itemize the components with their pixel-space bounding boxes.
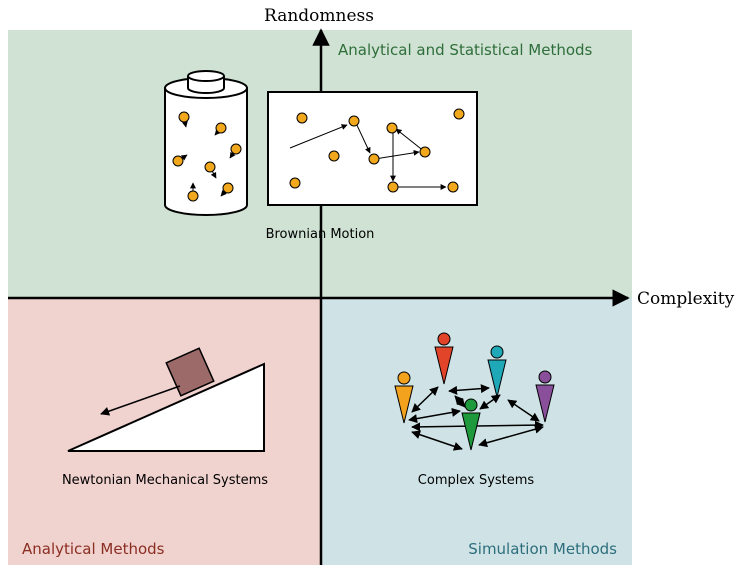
agent-network-arrows	[408, 384, 544, 451]
cylinder-particles	[172, 111, 242, 202]
agent-figure-icon	[434, 332, 454, 385]
particle-icon	[348, 115, 360, 127]
bottom-right-method-label: Simulation Methods	[468, 540, 617, 558]
vertical-axis-label: Randomness	[264, 6, 374, 26]
brownian-particles	[289, 108, 465, 193]
particle-icon	[368, 153, 380, 165]
brownian-paths	[289, 120, 447, 190]
particle-icon	[178, 111, 190, 123]
particle-icon	[289, 177, 301, 189]
complex-systems-caption: Complex Systems	[418, 473, 535, 488]
particle-icon	[447, 181, 459, 193]
agent-figure-icon	[535, 370, 555, 423]
quadrant-bottom-right	[321, 298, 632, 565]
brownian-box	[267, 91, 478, 206]
block-icon	[165, 347, 215, 397]
top-method-label: Analytical and Statistical Methods	[338, 41, 593, 59]
particle-icon	[222, 182, 234, 194]
agent-figure-icon	[394, 371, 414, 424]
particle-icon	[386, 122, 398, 134]
cylinder-container-icon	[164, 70, 248, 216]
brownian-motion-caption: Brownian Motion	[266, 227, 375, 242]
particle-icon	[172, 155, 184, 167]
particle-icon	[453, 108, 465, 120]
incline-plane-icon	[67, 362, 265, 452]
particle-icon	[215, 122, 227, 134]
bottom-left-method-label: Analytical Methods	[22, 540, 165, 558]
particle-icon	[204, 161, 216, 173]
particle-icon	[296, 112, 308, 124]
particle-icon	[419, 146, 431, 158]
horizontal-axis-label: Complexity	[637, 289, 735, 309]
particle-icon	[328, 150, 340, 162]
sliding-force-arrow	[100, 385, 181, 416]
particle-icon	[387, 181, 399, 193]
particle-icon	[187, 190, 199, 202]
newtonian-caption: Newtonian Mechanical Systems	[62, 473, 268, 488]
agent-figure-icon	[461, 398, 481, 451]
agent-figure-icon	[487, 345, 507, 398]
particle-icon	[230, 143, 242, 155]
